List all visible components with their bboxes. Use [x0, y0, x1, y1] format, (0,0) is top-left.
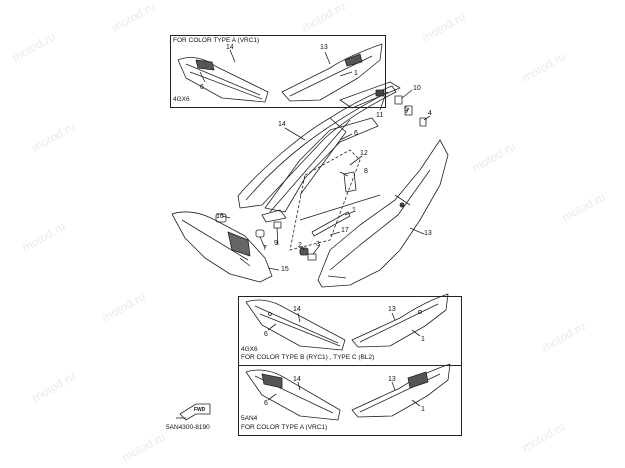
main-inner-panel [261, 81, 413, 223]
callout: 6 [200, 84, 204, 91]
fwd-arrow-icon [176, 403, 211, 421]
part-code: 5AN4300-8190 [166, 424, 210, 431]
callout: 9 [274, 240, 278, 247]
panel-top-model: 4GX6 [173, 96, 190, 103]
panel-top-title: FOR COLOR TYPE A (VRC1) [173, 37, 260, 44]
callout: 13 [388, 306, 396, 313]
callout: 1 [354, 70, 358, 77]
callout: 14 [226, 44, 234, 51]
panel-bottom-model: 5AN4 [241, 415, 258, 422]
panel-top-frame [170, 35, 386, 108]
fwd-label: FWD [194, 407, 206, 413]
main-side-cover-right [317, 139, 449, 288]
main-front-cover [171, 211, 273, 283]
callout: 12 [360, 150, 368, 157]
top-panel-side-cover-right [281, 43, 383, 102]
clip-4 [419, 117, 427, 127]
callout: 16 [216, 213, 224, 220]
callout: 2 [298, 242, 302, 249]
bottom-panel-side-cover-right [351, 363, 451, 418]
callout: 7 [263, 245, 267, 252]
callout: 6 [264, 331, 268, 338]
screw-3 [307, 253, 317, 261]
main-side-cover-left [237, 85, 397, 209]
collar-2 [299, 247, 309, 256]
mid-panel-side-cover-left [245, 299, 346, 351]
callout: 17 [341, 227, 349, 234]
grommet-16 [215, 213, 227, 223]
callout: 1 [421, 336, 425, 343]
callout: 5 [404, 106, 408, 113]
callout: 4 [428, 110, 432, 117]
callout: 14 [293, 306, 301, 313]
bottom-panel-side-cover-left [245, 369, 341, 421]
panel-bottom-title: FOR COLOR TYPE A (VRC1) [241, 424, 328, 431]
callout: 14 [293, 376, 301, 383]
clip-9 [273, 221, 282, 229]
panel-mid-model: 4GX6 [241, 346, 258, 353]
callout: 15 [281, 266, 289, 273]
grommet-7 [255, 229, 265, 238]
callout: 13 [320, 44, 328, 51]
panel-mid-title: FOR COLOR TYPE B (RYC1) , TYPE C (BL2) [241, 354, 375, 361]
dashed-outline [289, 149, 361, 251]
callout: 1 [421, 406, 425, 413]
callout: 13 [424, 230, 432, 237]
callout: 6 [264, 400, 268, 407]
spacer [343, 171, 357, 193]
callout: 3 [316, 241, 320, 248]
callout: 10 [413, 85, 421, 92]
panel-bottom-frame [238, 365, 462, 436]
callout: 8 [364, 168, 368, 175]
callout: 13 [388, 376, 396, 383]
main-rod [299, 194, 381, 237]
callout: 11 [376, 112, 384, 119]
mid-panel-side-cover-right [351, 293, 449, 348]
callout: 14 [278, 121, 286, 128]
callout: 6 [354, 130, 358, 137]
callout: 1 [352, 207, 356, 214]
